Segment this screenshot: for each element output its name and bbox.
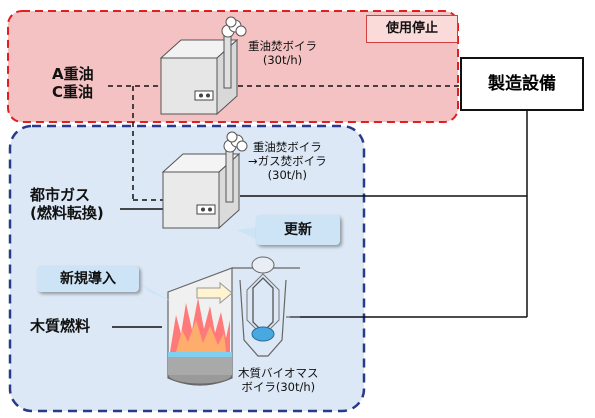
new-intro-callout-tail — [138, 282, 172, 302]
wood-fuel-label: 木質燃料 — [30, 317, 91, 335]
fuel-conversion-text: (燃料転換) — [30, 204, 104, 222]
update-callout-tail — [236, 227, 258, 240]
biomass-boiler-label: 木質バイオマス ボイラ(30t/h) — [238, 366, 319, 395]
supply-lines — [112, 111, 528, 328]
gas-boiler-icon — [161, 131, 248, 230]
converted-boiler-capacity: (30t/h) — [267, 167, 307, 182]
heavy-oil-lines — [108, 85, 460, 201]
old-boiler-name: 重油焚ボイラ — [248, 39, 317, 53]
active-zone — [8, 124, 366, 413]
update-tag: 更新 — [256, 215, 340, 245]
biomass-boiler-icon — [167, 256, 300, 386]
old-boiler-label: 重油焚ボイラ (30t/h) — [248, 39, 317, 68]
manufacturing-equipment-box: 製造設備 — [460, 57, 584, 111]
new-intro-tag: 新規導入 — [37, 266, 139, 292]
converted-boiler-conversion: →ガス焚ボイラ — [248, 153, 327, 168]
biomass-boiler-capacity: ボイラ(30t/h) — [241, 379, 316, 394]
city-gas-label: 都市ガス (燃料転換) — [30, 186, 104, 222]
converted-boiler-name: 重油焚ボイラ — [252, 140, 322, 154]
heavy-oil-label: A重油 C重油 — [52, 65, 94, 101]
old-boiler-capacity: (30t/h) — [262, 52, 303, 67]
discontinued-tag: 使用停止 — [366, 15, 458, 43]
biomass-boiler-name: 木質バイオマス — [238, 366, 319, 380]
heavy-oil-boiler-icon — [159, 16, 247, 116]
heavy-oil-c: C重油 — [52, 83, 94, 101]
city-gas-text: 都市ガス — [30, 186, 91, 204]
heavy-oil-a: A重油 — [52, 65, 94, 83]
converted-boiler-label: 重油焚ボイラ →ガス焚ボイラ (30t/h) — [248, 140, 327, 182]
